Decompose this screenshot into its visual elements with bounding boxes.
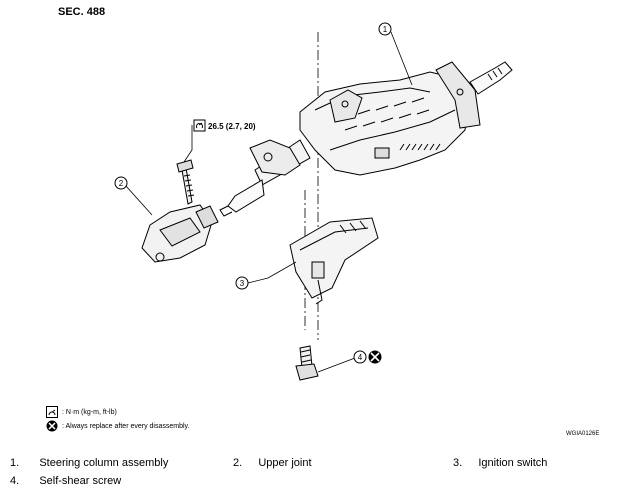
callout-2-leader [125, 185, 153, 216]
legend-replace-text: : Always replace after every disassembly… [62, 422, 190, 430]
exploded-diagram: 1 2 3 4 26.5 (2.7, 20) [114, 22, 513, 381]
part-4: 4. Self-shear screw [10, 475, 121, 487]
section-label: SEC. 488 [58, 6, 106, 18]
callout-3-number: 3 [240, 279, 245, 288]
figure-code: WGIA0126E [566, 431, 600, 437]
upper-joint [141, 159, 219, 263]
part-1-name: Steering column assembly [39, 457, 169, 469]
callout-1-number: 1 [383, 25, 388, 34]
ignition-switch [289, 217, 379, 305]
part-2: 2. Upper joint [233, 457, 312, 469]
self-shear-screw [295, 345, 319, 381]
replace-x-icon [46, 420, 58, 432]
callout-2-number: 2 [119, 179, 124, 188]
legend-torque-text: : N·m (kg-m, ft-lb) [62, 408, 117, 416]
steering-column-assembly [219, 61, 513, 217]
legend-torque: : N·m (kg-m, ft-lb) [46, 406, 117, 418]
part-2-name: Upper joint [258, 457, 312, 469]
callout-3-circle [235, 276, 249, 290]
part-1-number: 1. [10, 457, 20, 469]
callout-2-circle [114, 176, 128, 190]
legend-replace: : Always replace after every disassembly… [46, 420, 189, 432]
callout-4-number: 4 [358, 353, 363, 362]
callout-1-leader [390, 31, 413, 86]
part-3-number: 3. [453, 457, 463, 469]
callout-4-circle [353, 350, 367, 364]
torque-wrench-icon [193, 119, 206, 132]
part-2-number: 2. [233, 457, 243, 469]
callout-4-leader [317, 357, 356, 373]
part-1: 1. Steering column assembly [10, 457, 168, 469]
part-3-name: Ignition switch [478, 457, 548, 469]
torque-wrench-icon [46, 406, 58, 418]
callout-3-leader [247, 261, 297, 284]
part-4-name: Self-shear screw [39, 475, 122, 487]
part-4-number: 4. [10, 475, 20, 487]
replace-x-icon [368, 350, 382, 364]
torque-leader [183, 125, 193, 163]
callout-1-circle [378, 22, 392, 36]
part-3: 3. Ignition switch [453, 457, 547, 469]
torque-spec: 26.5 (2.7, 20) [208, 122, 256, 131]
